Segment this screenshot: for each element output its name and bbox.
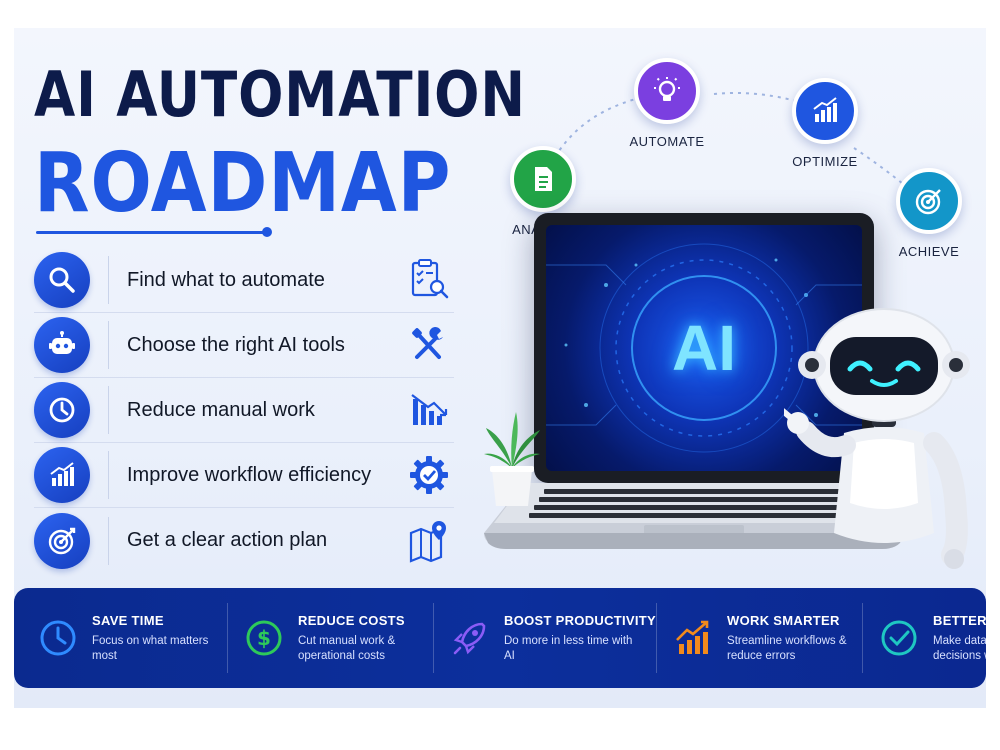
title-line-2: ROADMAP [34, 136, 452, 231]
title-underline [36, 227, 272, 237]
step-label: AUTOMATE [629, 134, 705, 149]
benefit-desc: Do more in less time with AI [504, 634, 633, 662]
target-icon [896, 168, 962, 234]
feature-item: Improve workflow efficiency [34, 443, 454, 508]
benefit-item: WORK SMARTER Streamline workflows & redu… [656, 603, 862, 673]
feature-divider [108, 516, 109, 565]
feature-divider [108, 321, 109, 369]
benefit-desc: Streamline workflows & reduce errors [727, 634, 847, 662]
benefit-title: BETTER RESULTS [933, 612, 986, 628]
benefit-title: REDUCE COSTS [298, 612, 405, 628]
growth-chart-icon [34, 447, 90, 503]
plant-decoration [484, 412, 540, 506]
feature-list: Find what to automate Choose the right A… [34, 248, 454, 573]
benefit-desc: Make data-driven decisions with confiden… [933, 634, 986, 662]
step-automate: AUTOMATE [612, 58, 722, 149]
laptop-keyboard-base [484, 483, 904, 549]
map-pin-icon [404, 516, 454, 566]
search-icon [34, 252, 90, 308]
trend-up-icon [671, 616, 715, 660]
step-achieve: ACHIEVE [874, 168, 984, 259]
feature-label: Improve workflow efficiency [127, 463, 372, 486]
feature-divider [108, 386, 109, 434]
benefit-item: $ REDUCE COSTS Cut manual work & operati… [227, 603, 433, 673]
clock-icon [36, 616, 80, 660]
lightbulb-icon [634, 58, 700, 124]
benefit-desc: Focus on what matters most [92, 634, 209, 662]
benefit-item: BETTER RESULTS Make data-driven decision… [862, 603, 986, 673]
feature-label: Reduce manual work [127, 398, 315, 421]
target-icon [34, 512, 90, 569]
check-circle-icon [877, 616, 921, 660]
checklist-search-icon [404, 255, 454, 305]
dollar-icon: $ [242, 616, 286, 660]
benefit-title: BOOST PRODUCTIVITY [504, 612, 657, 628]
svg-text:$: $ [257, 626, 271, 650]
benefit-desc: Cut manual work & operational costs [298, 634, 396, 662]
step-label: OPTIMIZE [792, 154, 858, 169]
feature-item: Reduce manual work [34, 378, 454, 443]
bar-chart-down-icon [404, 385, 454, 435]
infographic-card: AI AUTOMATION ROADMAP Find what to autom… [14, 28, 986, 708]
feature-label: Find what to automate [127, 268, 325, 291]
benefit-item: BOOST PRODUCTIVITY Do more in less time … [433, 603, 656, 673]
feature-divider [108, 451, 109, 499]
screen-ai-text: AI [672, 312, 736, 384]
clock-icon [34, 382, 90, 438]
feature-label: Get a clear action plan [127, 529, 328, 551]
feature-item: Get a clear action plan [34, 508, 454, 573]
benefit-title: WORK SMARTER [727, 612, 840, 628]
feature-label: Choose the right AI tools [127, 333, 345, 356]
benefit-title: SAVE TIME [92, 612, 164, 628]
feature-item: Find what to automate [34, 248, 454, 313]
rocket-icon [448, 616, 492, 660]
growth-chart-icon [792, 78, 858, 144]
benefit-item: SAVE TIME Focus on what matters most [22, 603, 227, 673]
circuit-glow [546, 243, 862, 453]
robot-mascot [784, 308, 970, 569]
robot-icon [34, 317, 90, 373]
feature-divider [108, 256, 109, 304]
step-label: ACHIEVE [898, 244, 960, 259]
feature-item: Choose the right AI tools [34, 313, 454, 378]
title-line-1: AI AUTOMATION [34, 58, 526, 131]
document-icon [510, 146, 576, 212]
step-optimize: OPTIMIZE [770, 78, 880, 169]
benefits-bar: SAVE TIME Focus on what matters most $ R… [14, 588, 986, 688]
gear-check-icon [404, 450, 454, 500]
tools-icon [404, 320, 454, 370]
